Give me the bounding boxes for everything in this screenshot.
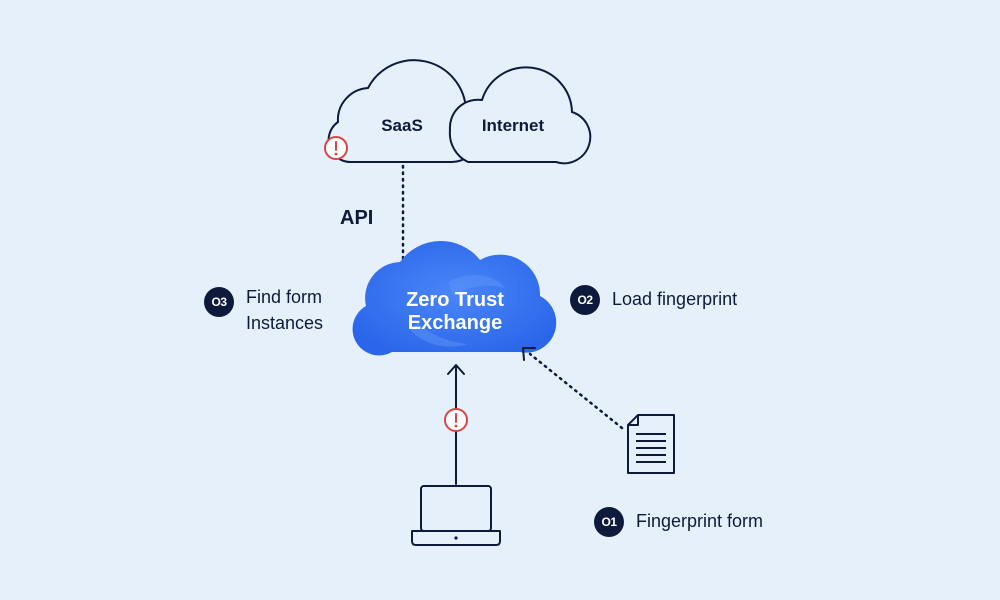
document-icon [627,414,675,474]
step-1-label: Fingerprint form [636,511,764,531]
alert-icon [324,136,348,160]
hub-title-line-1: Zero Trust [406,289,504,311]
step-3-badge: O3 [204,287,234,317]
step-2-label: Load fingerprint [612,289,738,309]
hub-title-line-2: Exchange [407,312,503,334]
internet-cloud [448,66,592,165]
saas-label: SaaS [381,116,423,135]
step-3-label-line-1: Find form [246,287,323,307]
step-2-badge: O2 [570,285,600,315]
zero-trust-exchange-title: Zero Trust Exchange [355,289,555,335]
laptop-icon [411,485,501,546]
alert-icon [444,408,468,432]
api-label: API [340,207,374,229]
zero-trust-exchange-cloud [352,240,557,356]
fingerprint-arrow [522,347,624,430]
step-3-label: Find form Instances [246,284,323,336]
step-1-badge: O1 [594,507,624,537]
step-3-label-line-2: Instances [246,313,324,333]
internet-label: Internet [481,116,545,135]
